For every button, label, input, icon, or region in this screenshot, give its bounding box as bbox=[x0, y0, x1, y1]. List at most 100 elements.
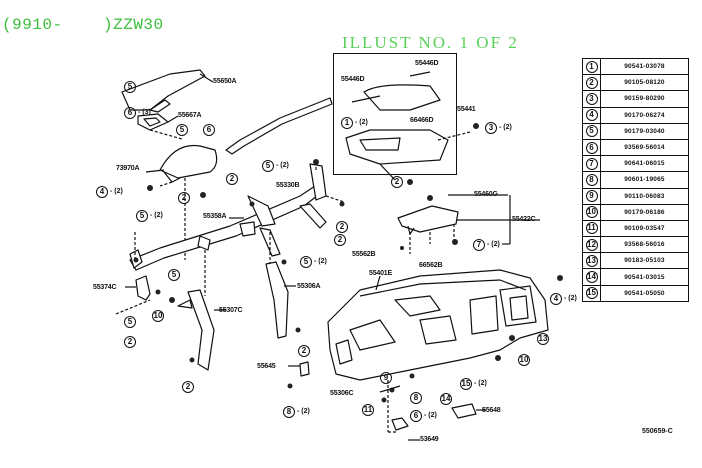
callout-55401e[interactable]: 55401E bbox=[369, 270, 392, 277]
ref-number-cell: 14 bbox=[582, 268, 601, 286]
part-number-cell: 90183-05103 bbox=[600, 252, 689, 270]
part-number-cell: 90541-03015 bbox=[600, 268, 689, 286]
callout-55446d-top[interactable]: 55446D bbox=[415, 60, 439, 67]
callout-55649[interactable]: 53649 bbox=[420, 436, 439, 443]
callout-55562b-left[interactable]: 55562B bbox=[352, 251, 376, 258]
part-trim-strip bbox=[225, 97, 333, 155]
ref-circle[interactable]: 8 bbox=[410, 392, 422, 405]
part-number-cell: 90105-08120 bbox=[600, 74, 689, 92]
ref-number-cell: 2 bbox=[582, 74, 601, 92]
ref-circle[interactable]: 8- (2) bbox=[283, 406, 310, 419]
callout-55374c[interactable]: 55374C bbox=[93, 284, 117, 291]
ref-circle[interactable]: 4- (2) bbox=[550, 293, 577, 306]
ref-number: 1 bbox=[585, 60, 598, 73]
callout-55358a[interactable]: 55358A bbox=[203, 213, 227, 220]
ref-circle[interactable]: 2 bbox=[226, 173, 238, 186]
model-code-header: (9910- )ZZW30 bbox=[2, 16, 164, 34]
ref-circle[interactable]: 9 bbox=[380, 372, 392, 385]
callout-73970a[interactable]: 73970A bbox=[116, 165, 140, 172]
part-55330b-beam bbox=[129, 183, 323, 271]
callout-55648[interactable]: 55648 bbox=[482, 407, 501, 414]
callout-55446d-left[interactable]: 55446D bbox=[341, 76, 365, 83]
ref-circle[interactable]: 2 bbox=[182, 381, 194, 394]
callout-55306a[interactable]: 55306A bbox=[297, 283, 321, 290]
part-55648-pad bbox=[451, 403, 477, 419]
ref-number: 9 bbox=[585, 190, 598, 203]
ref-circle[interactable]: 4- (2) bbox=[96, 186, 123, 199]
callout-55330b[interactable]: 55330B bbox=[276, 182, 300, 189]
ref-circle[interactable]: 6 bbox=[203, 124, 215, 137]
ref-circle[interactable]: 5 bbox=[168, 269, 180, 282]
ref-circle[interactable]: 6- (3) bbox=[124, 107, 151, 120]
ref-number-cell: 13 bbox=[582, 252, 601, 270]
ref-circle[interactable]: 5- (2) bbox=[136, 210, 163, 223]
part-number-cell: 90109-03547 bbox=[600, 219, 689, 238]
ref-circle[interactable]: 15- (2) bbox=[460, 378, 487, 390]
ref-circle[interactable]: 7- (2) bbox=[473, 239, 500, 252]
ref-circle[interactable]: 5- (2) bbox=[300, 256, 327, 269]
ref-circle[interactable]: 5 bbox=[176, 124, 188, 137]
part-inset-glovebox-lid bbox=[363, 84, 441, 111]
ref-circle[interactable]: 2 bbox=[178, 192, 190, 205]
ref-circle[interactable]: 2 bbox=[336, 221, 348, 234]
callout-55307c[interactable]: 55307C bbox=[219, 307, 243, 314]
ref-number: 10 bbox=[585, 206, 598, 219]
callout-55562b-bottom[interactable]: 66562B bbox=[419, 262, 443, 269]
ref-number-cell: 15 bbox=[582, 284, 601, 302]
ref-circle[interactable]: 11 bbox=[362, 404, 374, 416]
part-number-cell: 90179-03040 bbox=[600, 122, 689, 140]
callout-66466d[interactable]: 66466D bbox=[410, 117, 434, 124]
callout-55422c[interactable]: 55422C bbox=[512, 216, 536, 223]
part-55306a-bracket bbox=[265, 261, 289, 339]
ref-circle[interactable]: 10 bbox=[152, 310, 164, 322]
ref-circle[interactable]: 2 bbox=[391, 176, 403, 189]
ref-number-cell: 5 bbox=[582, 122, 601, 140]
callout-55306c[interactable]: 55306C bbox=[330, 390, 354, 397]
part-number-cell: 90159-80290 bbox=[600, 90, 689, 108]
ref-circle[interactable]: 3- (2) bbox=[485, 122, 512, 135]
ref-circle[interactable]: 5- (2) bbox=[262, 160, 289, 173]
part-55667a-box bbox=[137, 113, 169, 131]
part-55645-clip bbox=[299, 361, 310, 377]
part-number-cell: 90641-06015 bbox=[600, 155, 689, 173]
ref-number-cell: 10 bbox=[582, 203, 601, 221]
ref-circle[interactable]: 2 bbox=[334, 234, 346, 247]
ref-circle[interactable]: 5 bbox=[124, 81, 136, 94]
part-number-cell: 93569-56014 bbox=[600, 138, 689, 157]
ref-circle[interactable]: 13 bbox=[537, 333, 549, 345]
callout-55460g[interactable]: 55460G bbox=[474, 191, 498, 198]
part-55401e-panel bbox=[327, 269, 549, 381]
ref-circle[interactable]: 10 bbox=[518, 354, 530, 366]
callout-55667a[interactable]: 55667A bbox=[178, 112, 202, 119]
part-55374c-bracket bbox=[135, 275, 151, 301]
ref-circle[interactable]: 5 bbox=[124, 316, 136, 329]
ref-number-cell: 9 bbox=[582, 187, 601, 205]
part-55422c-lid bbox=[397, 205, 459, 233]
callout-55650a[interactable]: 55650A bbox=[213, 78, 237, 85]
ref-circle[interactable]: 14 bbox=[440, 393, 452, 405]
part-inset-glovebox bbox=[345, 129, 449, 165]
ref-circle[interactable]: 2 bbox=[124, 336, 136, 349]
callout-55645[interactable]: 55645 bbox=[257, 363, 276, 370]
ref-circle[interactable]: 2 bbox=[298, 345, 310, 358]
callout-55441[interactable]: 55441 bbox=[457, 106, 476, 113]
part-number-cell: 90541-05050 bbox=[600, 284, 689, 302]
ref-number-cell: 1 bbox=[582, 57, 601, 76]
ref-circle[interactable]: 6- (2) bbox=[410, 410, 437, 423]
ref-circle[interactable]: 1- (2) bbox=[341, 117, 368, 130]
